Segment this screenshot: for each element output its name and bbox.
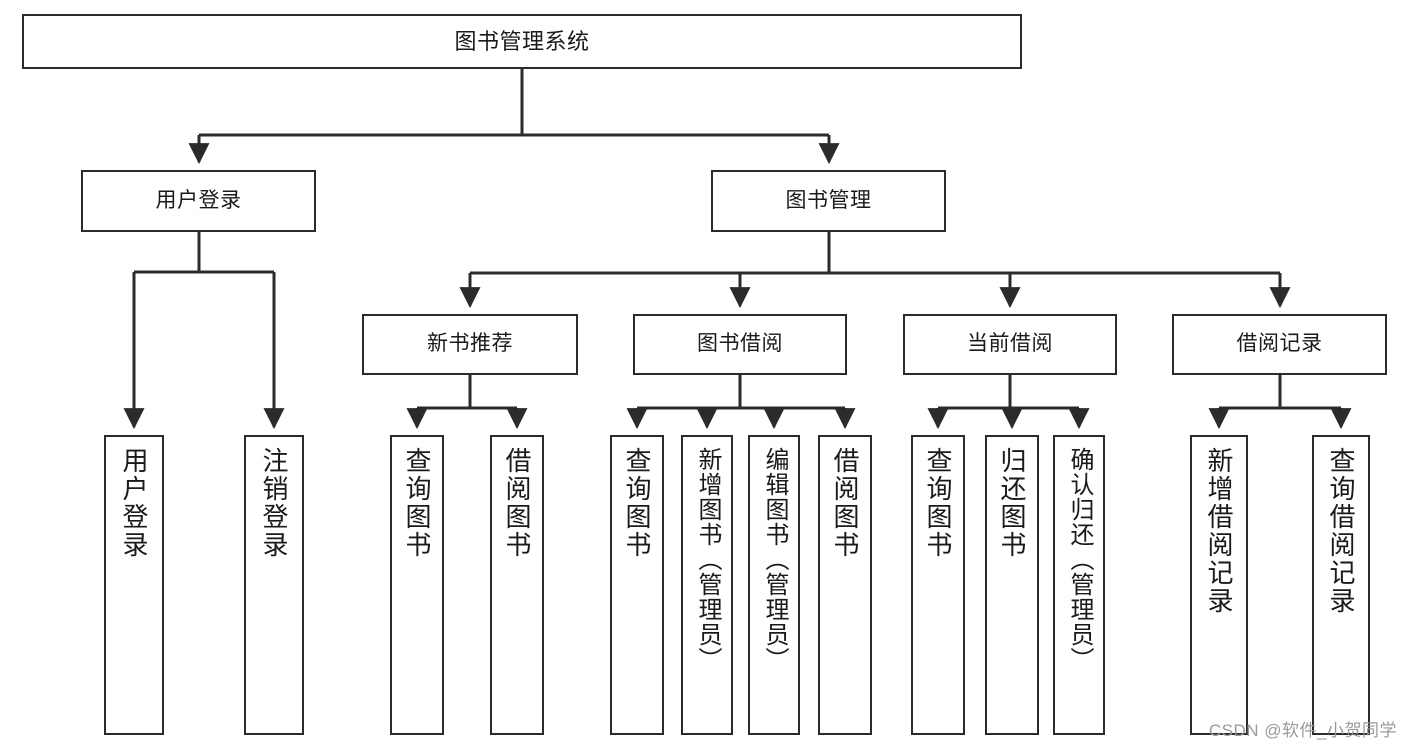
leaf-bb-edit-book[interactable]: 编辑图书（管理员） [748,435,800,735]
leaf-bb-add-book-label: 新增图书（管理员） [694,447,721,672]
leaf-user-login-label: 用户登录 [119,447,149,559]
leaf-bb-query-book[interactable]: 查询图书 [610,435,664,735]
node-user-login[interactable]: 用户登录 [81,170,316,232]
leaf-br-add-record[interactable]: 新增借阅记录 [1190,435,1248,735]
leaf-bb-edit-book-label: 编辑图书（管理员） [761,447,788,672]
leaf-logout-label: 注销登录 [259,447,289,559]
leaf-user-login[interactable]: 用户登录 [104,435,164,735]
leaf-rec-borrow-book[interactable]: 借阅图书 [490,435,544,735]
leaf-br-add-record-label: 新增借阅记录 [1204,447,1234,615]
node-book-borrow-label: 图书借阅 [697,332,783,356]
leaf-br-query-record[interactable]: 查询借阅记录 [1312,435,1370,735]
leaf-cb-return-book-label: 归还图书 [997,447,1027,559]
leaf-cb-return-book[interactable]: 归还图书 [985,435,1039,735]
leaf-cb-query-book-label: 查询图书 [923,447,953,559]
node-new-book-rec[interactable]: 新书推荐 [362,314,578,375]
node-current-borrow[interactable]: 当前借阅 [903,314,1117,375]
csdn-watermark: CSDN @软件_小贺同学 [1208,721,1397,740]
leaf-cb-query-book[interactable]: 查询图书 [911,435,965,735]
leaf-bb-add-book[interactable]: 新增图书（管理员） [681,435,733,735]
node-user-login-label: 用户登录 [155,188,242,212]
node-book-manage[interactable]: 图书管理 [711,170,946,232]
leaf-rec-query-book[interactable]: 查询图书 [390,435,444,735]
leaf-cb-confirm-return[interactable]: 确认归还（管理员） [1053,435,1105,735]
leaf-bb-borrow-book[interactable]: 借阅图书 [818,435,872,735]
node-borrow-record[interactable]: 借阅记录 [1172,314,1387,375]
leaf-bb-borrow-book-label: 借阅图书 [830,447,860,559]
node-book-manage-label: 图书管理 [785,188,872,212]
leaf-rec-borrow-book-label: 借阅图书 [502,447,532,559]
node-root-label: 图书管理系统 [454,28,590,54]
leaf-bb-query-book-label: 查询图书 [622,447,652,559]
node-book-borrow[interactable]: 图书借阅 [633,314,847,375]
node-borrow-record-label: 借阅记录 [1236,332,1323,356]
node-new-book-rec-label: 新书推荐 [427,332,513,356]
node-root[interactable]: 图书管理系统 [22,14,1022,69]
leaf-rec-query-book-label: 查询图书 [402,447,432,559]
leaf-br-query-record-label: 查询借阅记录 [1326,447,1356,615]
node-current-borrow-label: 当前借阅 [967,332,1053,356]
leaf-cb-confirm-return-label: 确认归还（管理员） [1066,447,1093,672]
leaf-logout[interactable]: 注销登录 [244,435,304,735]
